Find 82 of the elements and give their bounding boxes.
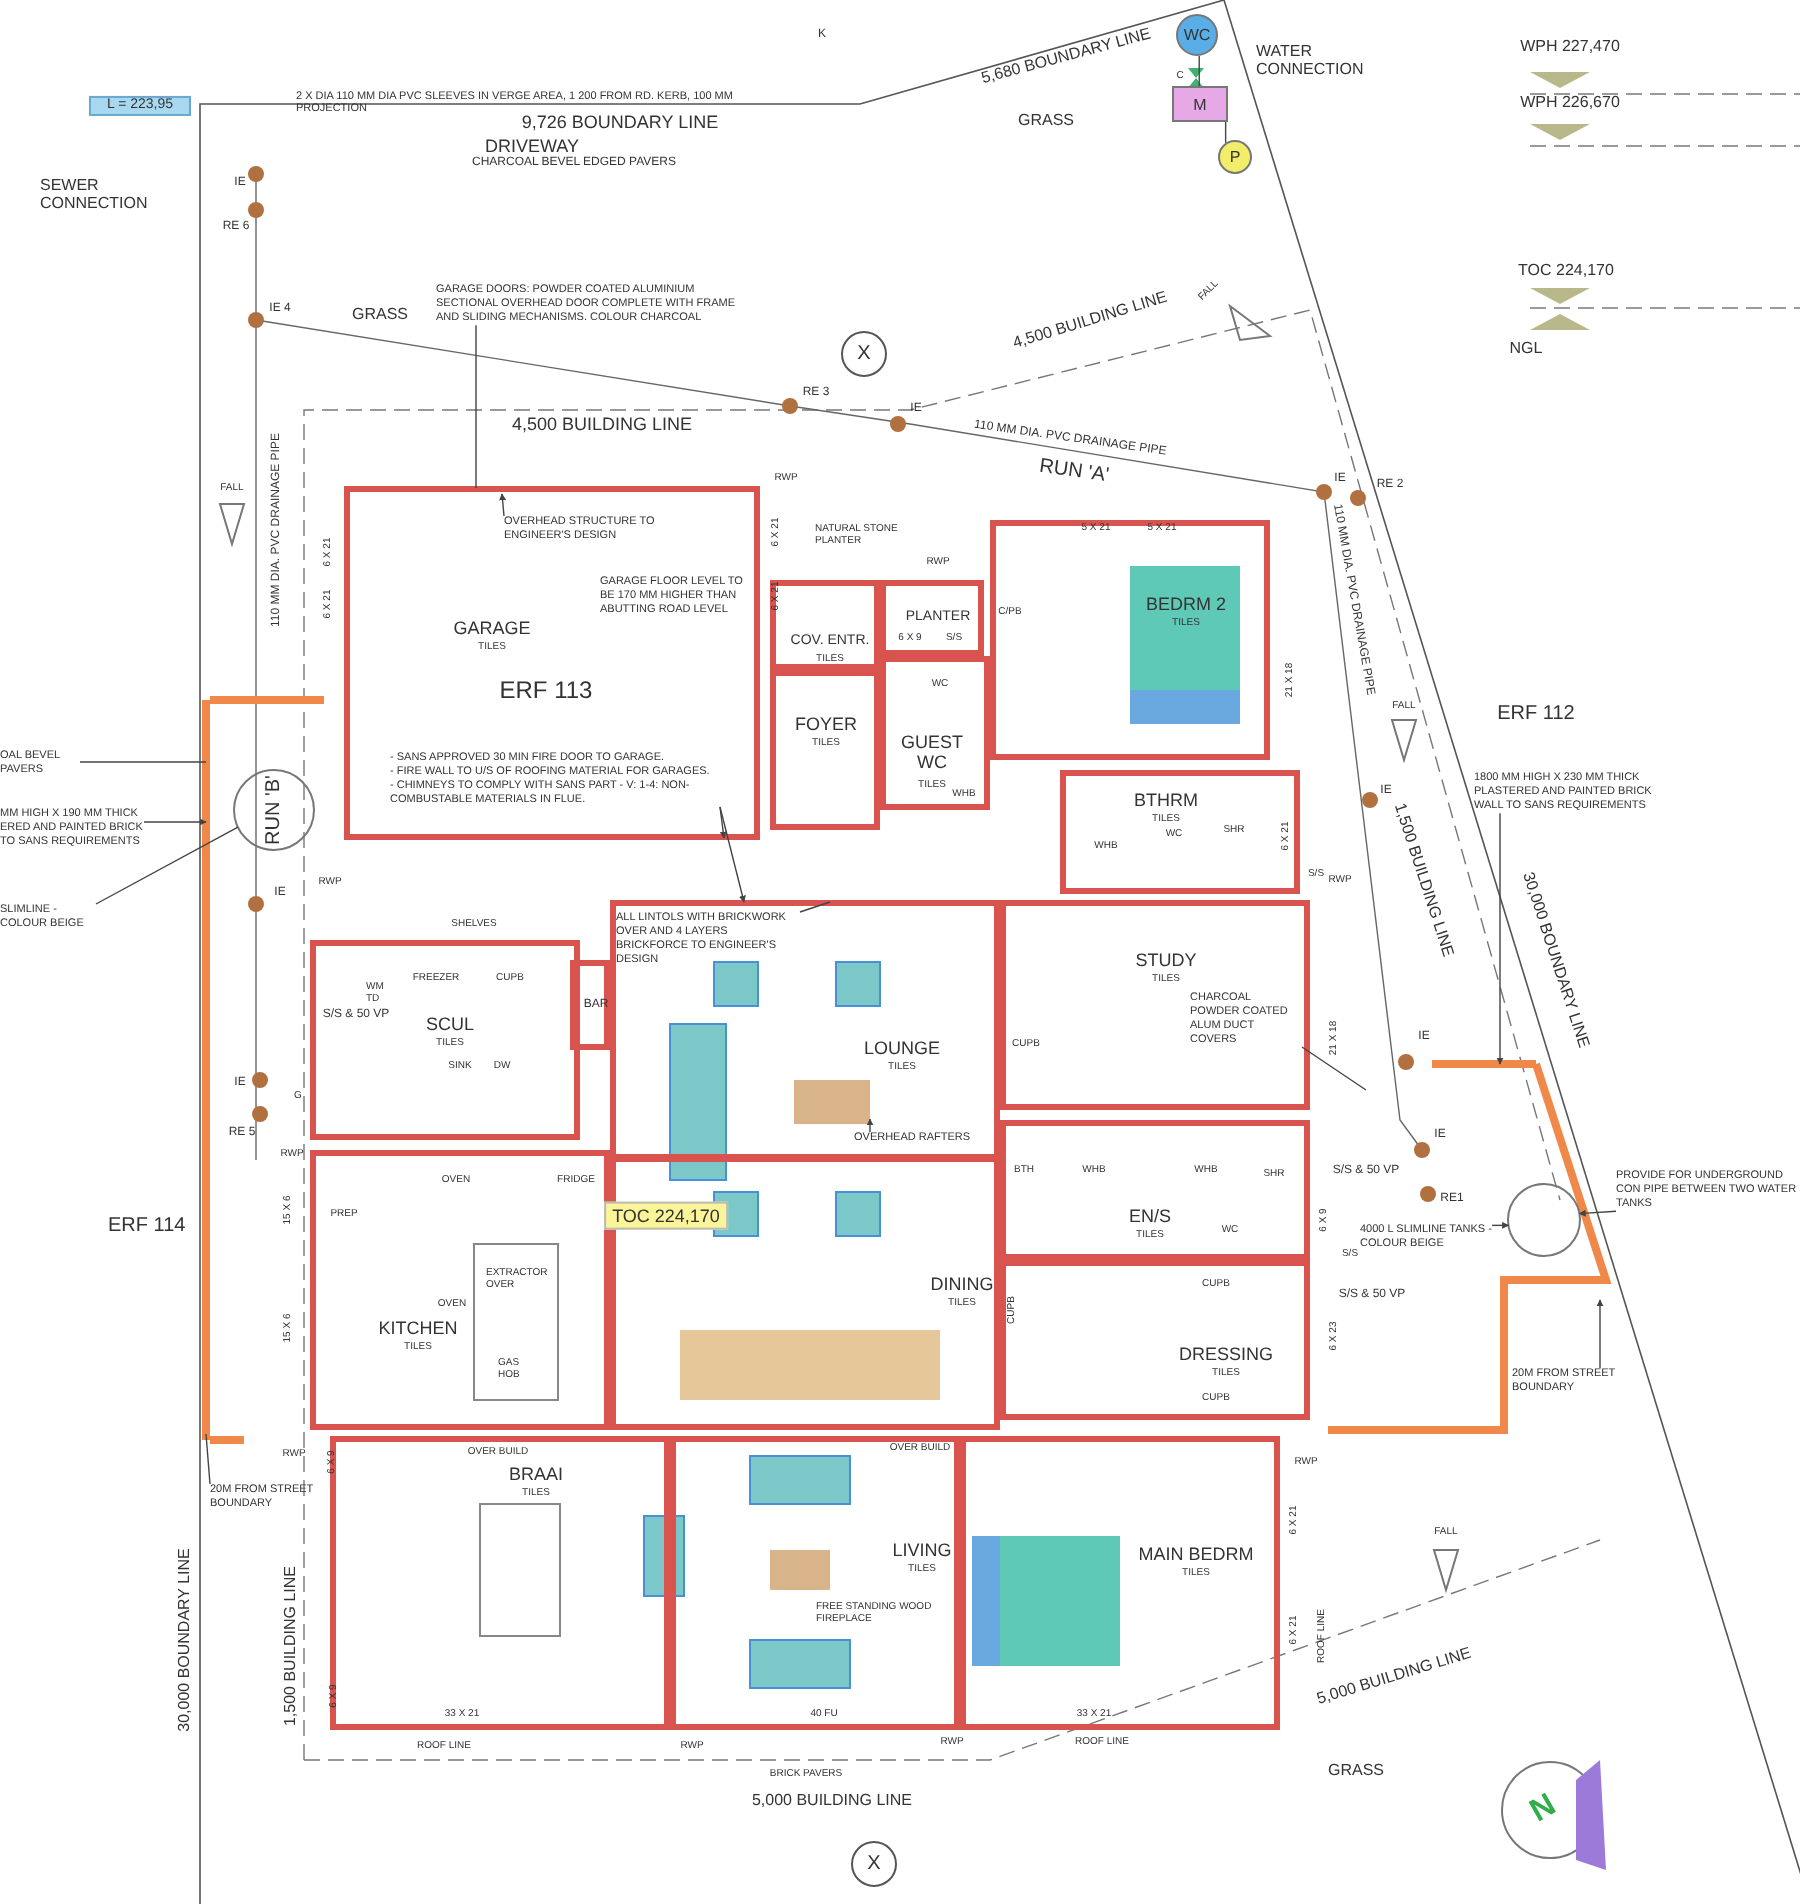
pipe-line bbox=[1224, 121, 1227, 144]
room-outline bbox=[310, 940, 580, 1140]
site-label: SEWER CONNECTION bbox=[40, 175, 150, 213]
room-outline bbox=[330, 1436, 670, 1730]
pipe-line bbox=[1496, 812, 1504, 1065]
utility-circle: WC bbox=[1176, 14, 1218, 56]
room-name: LOUNGE bbox=[864, 1040, 940, 1060]
building-line-label: 4,500 BUILDING LINE bbox=[511, 413, 693, 435]
north-letter: N bbox=[1524, 1788, 1564, 1832]
site-label: GRASS bbox=[352, 304, 408, 324]
elevation-label: WPH 227,470 bbox=[1520, 36, 1620, 56]
building-line-label: 5,000 BUILDING LINE bbox=[751, 1790, 913, 1810]
pipe-line bbox=[1491, 1221, 1510, 1229]
level-tag-highlight: TOC 224,170 bbox=[604, 1201, 728, 1231]
pipe-line bbox=[205, 1433, 211, 1485]
room-name: GARAGE bbox=[453, 620, 531, 640]
room-name: STUDY bbox=[1135, 952, 1197, 972]
room-name: KITCHEN bbox=[378, 1320, 458, 1340]
site-label: GRASS bbox=[1328, 1760, 1384, 1780]
room-name: MAIN BEDRM bbox=[1138, 1546, 1254, 1566]
section-marker-label: X bbox=[867, 1852, 881, 1876]
site-label: DRIVEWAY bbox=[485, 135, 579, 156]
room-name: EN/S bbox=[1129, 1208, 1171, 1228]
pipe-line bbox=[499, 493, 507, 517]
elevation-label: WPH 226,670 bbox=[1520, 92, 1620, 112]
pipe-line bbox=[1578, 1209, 1617, 1217]
meter-box: M bbox=[1172, 86, 1228, 122]
room-outline bbox=[1000, 1120, 1310, 1260]
pipe-label: RUN 'A' bbox=[1037, 455, 1111, 489]
boundary-wall bbox=[202, 700, 210, 1440]
room-name: DINING bbox=[930, 1276, 994, 1296]
pipe-line bbox=[719, 806, 746, 903]
section-marker-label: X bbox=[857, 342, 871, 366]
site-label: ERF 112 bbox=[1497, 702, 1575, 726]
tank-circle bbox=[233, 769, 315, 851]
room-name: BTHRM bbox=[1134, 792, 1198, 812]
room-outline bbox=[1000, 900, 1310, 1110]
room-outline bbox=[880, 580, 984, 656]
room-outline bbox=[1060, 770, 1300, 894]
room-outline bbox=[610, 1156, 1000, 1430]
site-label: WATER CONNECTION bbox=[1256, 41, 1366, 79]
room-outline bbox=[770, 670, 880, 830]
room-outline bbox=[344, 486, 760, 840]
leader-line bbox=[1301, 1046, 1367, 1091]
room-outline bbox=[1000, 1260, 1310, 1420]
pipe-label: RUN 'B' bbox=[262, 775, 286, 845]
pipe-line bbox=[143, 818, 207, 826]
room-outline bbox=[310, 1150, 610, 1430]
pipe-line bbox=[475, 324, 477, 489]
room-outline bbox=[770, 580, 880, 670]
rafter-box bbox=[794, 1080, 870, 1124]
room-outline bbox=[670, 1436, 960, 1730]
pipe-line bbox=[799, 901, 831, 913]
pipe-line bbox=[95, 826, 239, 905]
room-name: BEDRM 2 bbox=[1146, 596, 1226, 616]
pipe-line bbox=[1198, 55, 1200, 87]
boundary-line-label: 9,726 BOUNDARY LINE bbox=[521, 111, 719, 133]
room-name: GUEST WC bbox=[898, 734, 965, 774]
site-label: GRASS bbox=[1018, 110, 1074, 130]
room-name: LIVING bbox=[892, 1542, 952, 1562]
room-outline bbox=[610, 900, 1000, 1160]
room-name: SCUL bbox=[426, 1016, 474, 1036]
room-name: BRAAI bbox=[509, 1466, 563, 1486]
room-outline bbox=[990, 520, 1270, 760]
pipe-line bbox=[719, 806, 727, 839]
pipe-line bbox=[79, 761, 207, 763]
boundary-wall bbox=[1432, 1060, 1536, 1068]
elevation-label: NGL bbox=[1509, 338, 1543, 358]
room-outline bbox=[570, 960, 610, 1050]
leader-line bbox=[1596, 1299, 1604, 1369]
room-name: FOYER bbox=[795, 716, 857, 736]
room-outline bbox=[880, 656, 990, 810]
elevation-label: TOC 224,170 bbox=[1518, 260, 1614, 280]
pipe-line bbox=[866, 1118, 874, 1133]
utility-circle: P bbox=[1218, 140, 1252, 174]
site-label: ERF 114 bbox=[108, 1214, 188, 1238]
boundary-line-label: 30,000 BOUNDARY LINE bbox=[174, 1548, 194, 1732]
room-outline bbox=[960, 1436, 1280, 1730]
room-name: DRESSING bbox=[1179, 1346, 1273, 1366]
site-label: ERF 113 bbox=[499, 678, 593, 706]
building-line-label: 1,500 BUILDING LINE bbox=[280, 1565, 300, 1727]
tank-circle bbox=[1507, 1183, 1581, 1257]
